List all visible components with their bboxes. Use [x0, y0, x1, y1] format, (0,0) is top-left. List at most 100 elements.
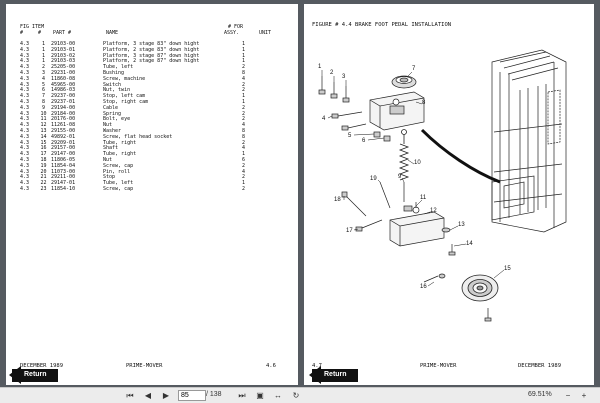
name-cell: Nut [103, 156, 113, 163]
fit-width-icon[interactable]: ↔ [274, 391, 282, 400]
fig-cell: 4.3 [20, 69, 30, 76]
item-cell: 8 [41, 98, 45, 105]
item-cell: 12 [40, 122, 47, 129]
part-number-cell: 29103-02 [51, 52, 76, 59]
fig-cell: 4.3 [20, 75, 30, 82]
pin-drawings [341, 181, 391, 232]
right-page: FIGURE # 4.4 BRAKE FOOT PEDAL INSTALLATI… [304, 4, 594, 385]
part-number-cell: 29147-00 [51, 151, 76, 158]
callout-14: 14 [466, 241, 473, 247]
fig-cell: 4.3 [20, 98, 30, 105]
header-number-marks: # # [20, 30, 42, 36]
footer-page-number: 4.6 [266, 363, 276, 369]
callout-10: 10 [414, 160, 421, 166]
item-cell: 2 [41, 64, 45, 71]
fig-cell: 4.3 [20, 41, 30, 47]
part-number-cell: 49892-01 [51, 133, 76, 140]
qty-cell: 8 [241, 69, 245, 76]
name-cell: Platform, 3 stage 87" down hight [103, 52, 200, 59]
item-cell: 10 [40, 110, 47, 117]
callout-leaders [321, 70, 505, 287]
part-number-cell: 29231-00 [51, 69, 76, 76]
part-number-cell: 45965-00 [51, 81, 76, 88]
page-number-input[interactable] [178, 390, 206, 401]
item-cell: 19 [40, 162, 47, 169]
rotate-icon[interactable]: ↻ [292, 391, 300, 400]
qty-cell: 2 [241, 81, 245, 88]
qty-cell: 1 [241, 41, 245, 47]
name-cell: Tube, left [103, 180, 134, 187]
part-number-cell: 20176-00 [51, 116, 76, 123]
header-fig-item: FIG ITEM [20, 24, 45, 30]
part-number-cell: 14986-03 [51, 87, 76, 94]
callout-8: 8 [422, 100, 426, 106]
fig-cell: 4.3 [20, 93, 30, 100]
zoom-out-icon[interactable]: − [565, 391, 571, 400]
header-name: NAME [106, 30, 119, 36]
return-label: Return [24, 371, 47, 378]
return-button[interactable]: Return [9, 366, 58, 384]
item-cell: 6 [41, 87, 45, 94]
fig-cell: 4.3 [20, 162, 30, 169]
fig-cell: 4.3 [20, 185, 30, 192]
qty-cell: 2 [241, 104, 245, 111]
qty-cell: 8 [241, 127, 245, 134]
callout-11: 11 [420, 195, 427, 201]
prev-page-icon[interactable]: ◀ [144, 391, 152, 400]
part-number-cell: 29211-00 [51, 174, 76, 181]
pulley-drawing [461, 274, 499, 302]
part-number-cell: 25205-00 [51, 64, 76, 71]
qty-cell: 6 [241, 156, 245, 163]
item-cell: 17 [40, 151, 47, 158]
figure-title: FIGURE # 4.4 BRAKE FOOT PEDAL INSTALLATI… [312, 22, 452, 28]
zoom-in-icon[interactable]: + [581, 391, 587, 400]
fit-page-icon[interactable]: ▣ [256, 391, 264, 400]
item-cell: 1 [41, 46, 45, 53]
header-part: PART # [53, 30, 72, 36]
next-page-icon[interactable]: ▶ [162, 391, 170, 400]
item-cell: 1 [41, 41, 45, 47]
item-cell: 18 [40, 156, 47, 163]
qty-cell: 8 [241, 133, 245, 140]
name-cell: Platform, 2 stage 87" down hight [103, 58, 200, 65]
first-page-icon[interactable]: ⏮ [126, 391, 134, 400]
fig-cell: 4.3 [20, 127, 30, 134]
name-cell: Tube, right [103, 151, 137, 158]
item-cell: 1 [41, 52, 45, 59]
qty-cell: 2 [241, 162, 245, 169]
item-cell: 9 [41, 104, 45, 111]
qty-cell: 1 [241, 46, 245, 53]
callout-18: 18 [334, 197, 341, 203]
callout-15: 15 [504, 266, 511, 272]
callout-6: 6 [362, 138, 366, 144]
last-page-icon[interactable]: ⏭ [238, 391, 246, 400]
item-cell: 7 [41, 93, 45, 100]
fastener-drawings [318, 76, 391, 142]
lower-fastener-drawings [423, 273, 492, 322]
callout-4: 4 [322, 116, 326, 122]
return-button[interactable]: Return [309, 366, 358, 384]
zoom-level: 69.51% [528, 391, 552, 398]
left-arrow-icon [9, 366, 21, 384]
qty-cell: 4 [241, 168, 245, 175]
name-cell: Screw, machine [103, 75, 146, 82]
name-cell: Screw, cap [103, 162, 134, 169]
item-cell: 13 [40, 127, 47, 134]
fig-cell: 4.3 [20, 151, 30, 158]
fig-cell: 4.3 [20, 122, 30, 129]
fig-cell: 4.3 [20, 174, 30, 181]
